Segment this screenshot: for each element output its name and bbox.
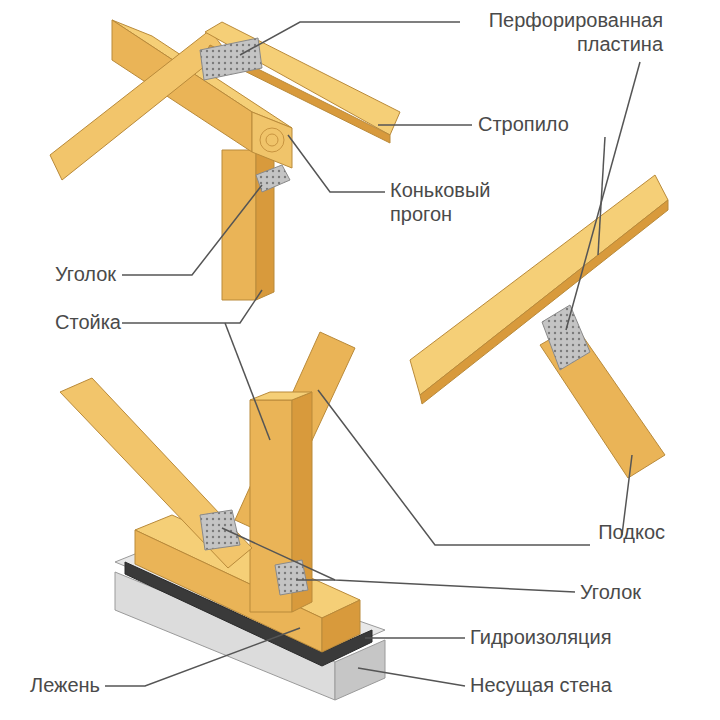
base-assembly xyxy=(60,332,385,700)
post-side xyxy=(256,142,274,300)
part-label: Стойка xyxy=(55,310,175,334)
angle-bracket xyxy=(256,165,290,192)
leader-line xyxy=(288,135,385,192)
wood-ring xyxy=(266,134,278,146)
part-label: Подкос xyxy=(545,520,665,544)
leader-line xyxy=(122,290,262,323)
part-label: Уголок xyxy=(55,262,175,286)
wood-ring xyxy=(260,128,284,152)
leader-line xyxy=(598,137,605,255)
leader-lines xyxy=(105,22,640,686)
part-label: Коньковый прогон xyxy=(390,178,540,226)
part-label: Лежень xyxy=(30,673,150,697)
leader-line xyxy=(318,390,590,545)
angle-bracket xyxy=(200,510,240,550)
part-label: Гидроизоляция xyxy=(470,625,670,649)
perforated-plate xyxy=(542,305,590,370)
leader-line xyxy=(296,579,335,581)
leader-line xyxy=(365,637,465,639)
leader-line xyxy=(122,185,262,275)
post-front xyxy=(222,150,256,300)
leader-line xyxy=(378,124,472,126)
part-label: Уголок xyxy=(580,580,700,604)
leader-line xyxy=(105,628,300,686)
leader-line xyxy=(566,62,640,330)
part-label: Несущая стена xyxy=(470,673,690,697)
part-label: Перфорированная пластина xyxy=(463,8,663,56)
leader-line xyxy=(222,528,575,592)
post-top xyxy=(250,392,312,400)
ridge-assembly xyxy=(50,20,400,300)
part-label: Стропило xyxy=(478,112,638,136)
rafter-edge xyxy=(420,200,668,404)
purlin-end xyxy=(252,112,292,168)
leader-line xyxy=(358,668,465,686)
leader-line xyxy=(240,22,460,55)
leader-line xyxy=(225,323,270,440)
left-strut xyxy=(60,378,252,568)
perforated-plate xyxy=(200,38,262,80)
right-rafter xyxy=(205,22,400,135)
left-rafter xyxy=(50,30,225,180)
sill-end xyxy=(322,600,360,652)
